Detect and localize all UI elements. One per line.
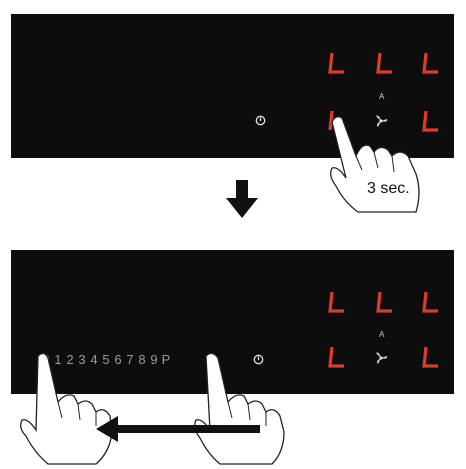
slider-digit-8[interactable]: 8 xyxy=(138,352,146,367)
auto-indicator: A xyxy=(379,92,385,101)
cooktop-panel-bottom xyxy=(11,250,454,394)
slider-digit-p[interactable]: P xyxy=(161,352,171,367)
slider-digit-9[interactable]: 9 xyxy=(150,352,158,367)
slider-digit-1[interactable]: 1 xyxy=(54,352,62,367)
zone-display-top-left[interactable]: L xyxy=(326,50,348,80)
auto-indicator: A xyxy=(379,330,385,339)
zone-display-top-left[interactable]: L xyxy=(326,289,348,319)
hand-icon xyxy=(318,112,438,213)
slider-digit-6[interactable]: 6 xyxy=(114,352,122,367)
hold-duration-label: 3 sec. xyxy=(367,180,410,197)
zone-display-bottom-right[interactable]: L xyxy=(420,108,442,138)
zone-display-top-right[interactable]: L xyxy=(420,289,442,319)
fan-icon[interactable] xyxy=(372,113,390,129)
arrow-left-icon xyxy=(96,416,260,442)
zone-display-bottom-left[interactable]: L xyxy=(326,108,348,138)
arrow-down-icon xyxy=(224,180,260,218)
cooktop-panel-top xyxy=(11,14,454,158)
fan-icon[interactable] xyxy=(372,350,390,366)
slider-digit-2[interactable]: 2 xyxy=(66,352,74,367)
zone-display-top-middle[interactable]: L xyxy=(374,289,396,319)
slider-digit-4[interactable]: 4 xyxy=(90,352,98,367)
hand-icon xyxy=(186,352,290,465)
zone-display-bottom-right[interactable]: L xyxy=(420,344,442,374)
power-icon[interactable] xyxy=(255,113,266,126)
power-icon[interactable] xyxy=(253,352,264,365)
hand-icon xyxy=(14,352,114,465)
zone-display-top-right[interactable]: L xyxy=(420,50,442,80)
slider-digit-5[interactable]: 5 xyxy=(102,352,110,367)
zone-display-bottom-left[interactable]: L xyxy=(326,344,348,374)
slider-digit-3[interactable]: 3 xyxy=(78,352,86,367)
zone-display-top-middle[interactable]: L xyxy=(374,50,396,80)
slider-digit-7[interactable]: 7 xyxy=(126,352,134,367)
